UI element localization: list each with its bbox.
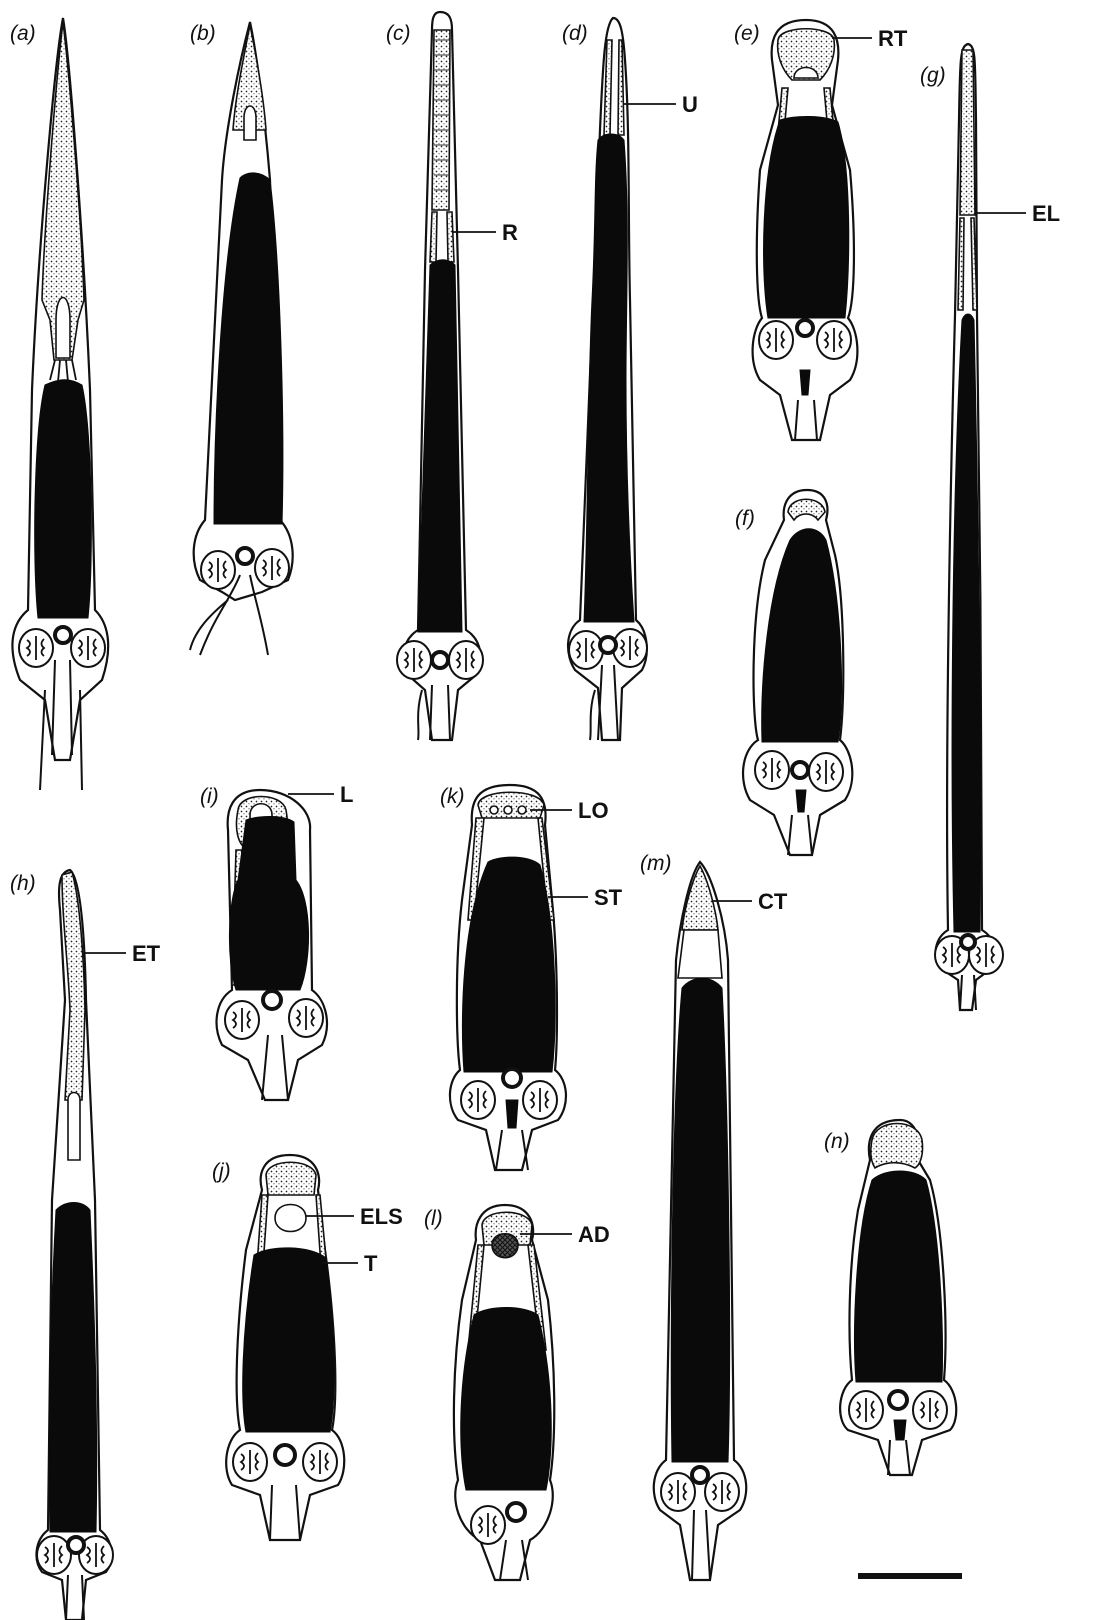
sperm-i [217,790,327,1100]
structure-label-t: T [364,1251,378,1276]
panel-label-h: (h) [10,872,36,895]
structure-label-r: R [502,220,518,245]
sperm-n [840,1120,956,1475]
structure-label-lo: LO [578,798,609,823]
structure-label-el: EL [1032,201,1060,226]
panel-label-l: (l) [424,1207,443,1230]
structure-label-els: ELS [360,1204,403,1229]
panel-label-a: (a) [10,22,36,45]
sperm-f [743,490,852,855]
sperm-d [568,18,647,740]
panel-label-e: (e) [734,22,760,45]
sperm-e [753,20,858,440]
sperm-g [935,44,1003,1010]
structure-label-et: ET [132,941,161,966]
sperm-m [654,862,747,1580]
panel-label-b: (b) [190,22,216,45]
structure-label-l: L [340,782,353,807]
panel-label-n: (n) [824,1130,850,1153]
structure-label-rt: RT [878,26,908,51]
sperm-k [450,785,566,1170]
sperm-a [12,18,108,790]
structure-label-u: U [682,92,698,117]
structure-label-ad: AD [578,1222,610,1247]
panel-label-j: (j) [212,1160,231,1183]
panel-label-c: (c) [386,22,411,45]
sperm-h [36,870,113,1620]
panel-label-g: (g) [920,64,946,87]
sperm-l [454,1205,554,1580]
scale-bar [858,1573,962,1579]
panel-label-i: (i) [200,785,219,808]
structure-label-ct: CT [758,889,788,914]
panel-label-k: (k) [440,785,465,808]
sperm-c [397,12,483,740]
panel-label-d: (d) [562,22,588,45]
sperm-j [226,1155,344,1540]
panel-label-m: (m) [640,852,671,875]
panel-label-f: (f) [735,507,755,530]
sperm-b [190,22,293,655]
structure-label-st: ST [594,885,623,910]
